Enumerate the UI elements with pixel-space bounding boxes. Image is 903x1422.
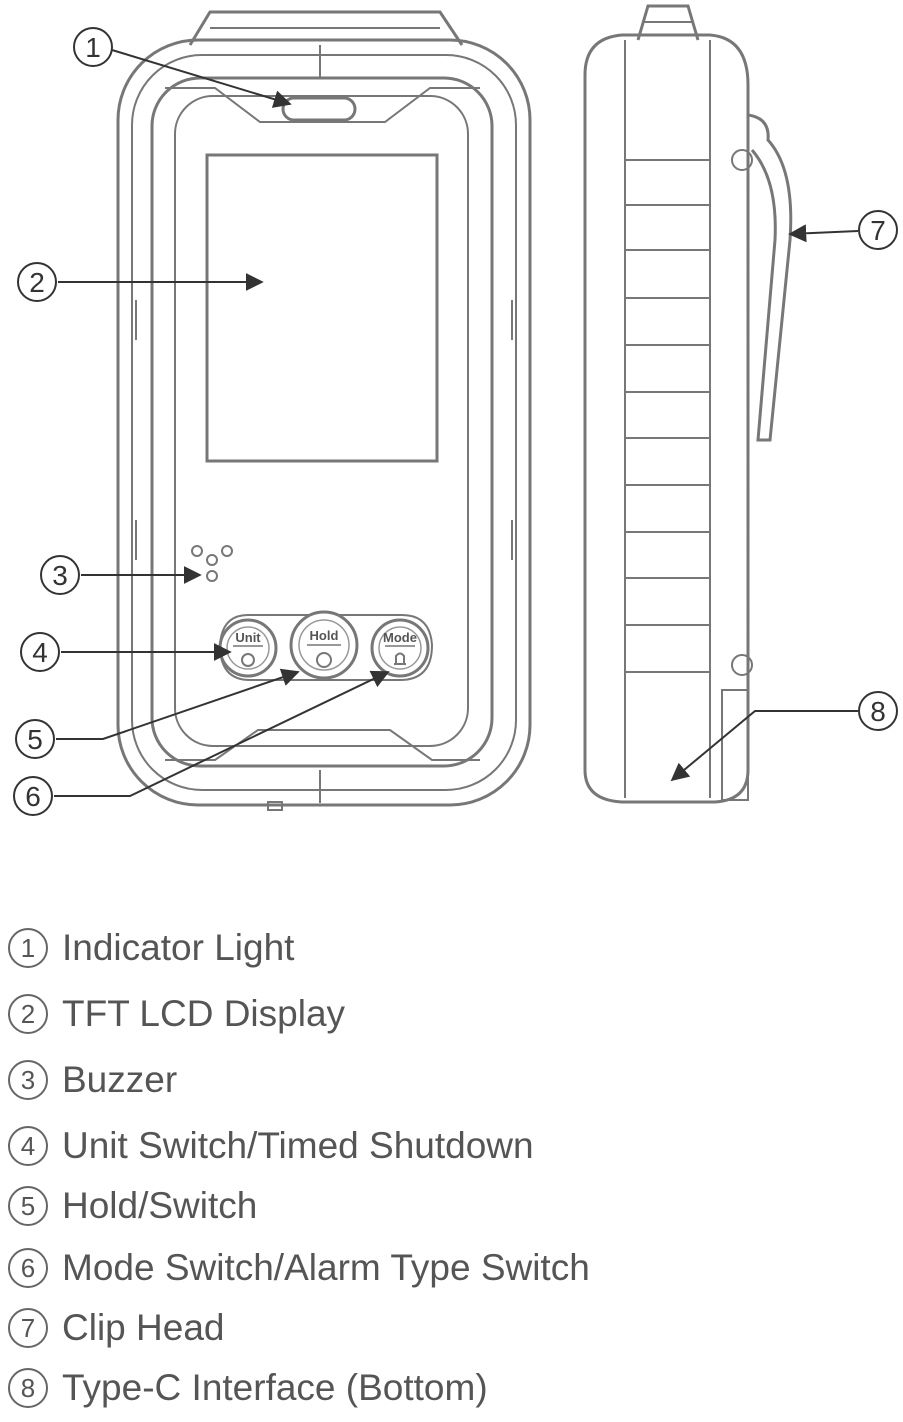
unit-button[interactable]: Unit: [218, 618, 278, 678]
leader-lines: [54, 49, 859, 797]
callout-6: 6: [13, 776, 53, 816]
front-inner-bumper: [131, 54, 517, 791]
leader-6: [54, 670, 390, 797]
mode-button-label: Mode: [383, 630, 417, 645]
callout-4: 4: [20, 632, 60, 672]
svg-text:5: 5: [27, 724, 43, 755]
legend-item-7: 7 Clip Head: [8, 1303, 224, 1353]
legend-label: Type-C Interface (Bottom): [62, 1367, 488, 1408]
legend-marker: 6: [8, 1248, 48, 1288]
front-view: [116, 10, 532, 811]
indicator-light: [281, 96, 357, 122]
hold-button[interactable]: Hold: [289, 610, 359, 680]
svg-text:2: 2: [29, 267, 45, 298]
leader-8: [670, 710, 858, 782]
svg-text:3: 3: [52, 560, 68, 591]
bottom-port: [267, 801, 283, 811]
svg-text:1: 1: [85, 32, 101, 63]
callout-markers: 1 2 3 4 5 6 7 8: [13, 27, 898, 816]
clip-head: [747, 113, 793, 442]
callout-2: 2: [17, 262, 57, 302]
power-icon: [316, 652, 332, 668]
legend-label: Buzzer: [62, 1059, 178, 1100]
button-panel: [218, 614, 434, 681]
front-face-plate: [150, 76, 494, 768]
leader-7: [788, 224, 859, 243]
front-top-cap: [188, 10, 464, 46]
legend-label: Unit Switch/Timed Shutdown: [62, 1125, 534, 1166]
hold-button-label: Hold: [310, 628, 339, 643]
legend-marker: 2: [8, 994, 48, 1034]
svg-text:8: 8: [870, 696, 886, 727]
front-outer-case: [116, 38, 532, 807]
legend-item-1: 1 Indicator Light: [8, 923, 294, 973]
callout-8: 8: [858, 691, 898, 731]
power-icon: [241, 653, 255, 667]
side-top-cap: [636, 4, 700, 41]
callout-3: 3: [40, 555, 80, 595]
bell-icon: [394, 652, 406, 665]
legend-marker: 5: [8, 1186, 48, 1226]
svg-text:6: 6: [25, 781, 41, 812]
legend-label: Clip Head: [62, 1307, 225, 1348]
callout-7: 7: [858, 210, 898, 250]
legend-label: Indicator Light: [62, 927, 295, 968]
legend-item-5: 5 Hold/Switch: [8, 1181, 257, 1231]
legend-marker: 8: [8, 1368, 48, 1408]
svg-text:7: 7: [870, 215, 886, 246]
side-ribs: [625, 159, 710, 673]
legend-item-3: 3 Buzzer: [8, 1055, 177, 1105]
legend-marker: 7: [8, 1308, 48, 1348]
device-diagram: Unit Hold Mode: [13, 4, 898, 816]
legend-marker: 3: [8, 1060, 48, 1100]
legend-label: Hold/Switch: [62, 1185, 258, 1226]
svg-text:4: 4: [32, 637, 48, 668]
legend-item-2: 2 TFT LCD Display: [8, 989, 345, 1039]
callout-1: 1: [73, 27, 113, 67]
callout-5: 5: [15, 719, 55, 759]
legend-item-6: 6 Mode Switch/Alarm Type Switch: [8, 1243, 590, 1293]
legend-item-8: 8 Type-C Interface (Bottom): [8, 1363, 488, 1413]
unit-button-label: Unit: [235, 630, 261, 645]
leader-1: [111, 49, 292, 108]
legend-marker: 1: [8, 928, 48, 968]
buzzer-holes: [191, 545, 233, 582]
legend-marker: 4: [8, 1126, 48, 1166]
legend-label: TFT LCD Display: [62, 993, 346, 1034]
side-view: [583, 4, 793, 804]
leader-5: [56, 668, 300, 740]
legend-label: Mode Switch/Alarm Type Switch: [62, 1247, 590, 1288]
legend-item-4: 4 Unit Switch/Timed Shutdown: [8, 1121, 534, 1171]
type-c-port: [721, 689, 749, 801]
side-outer-body: [583, 33, 750, 804]
mode-button[interactable]: Mode: [370, 618, 430, 678]
tft-lcd-display: [205, 153, 439, 463]
front-inner-face: [174, 95, 469, 747]
